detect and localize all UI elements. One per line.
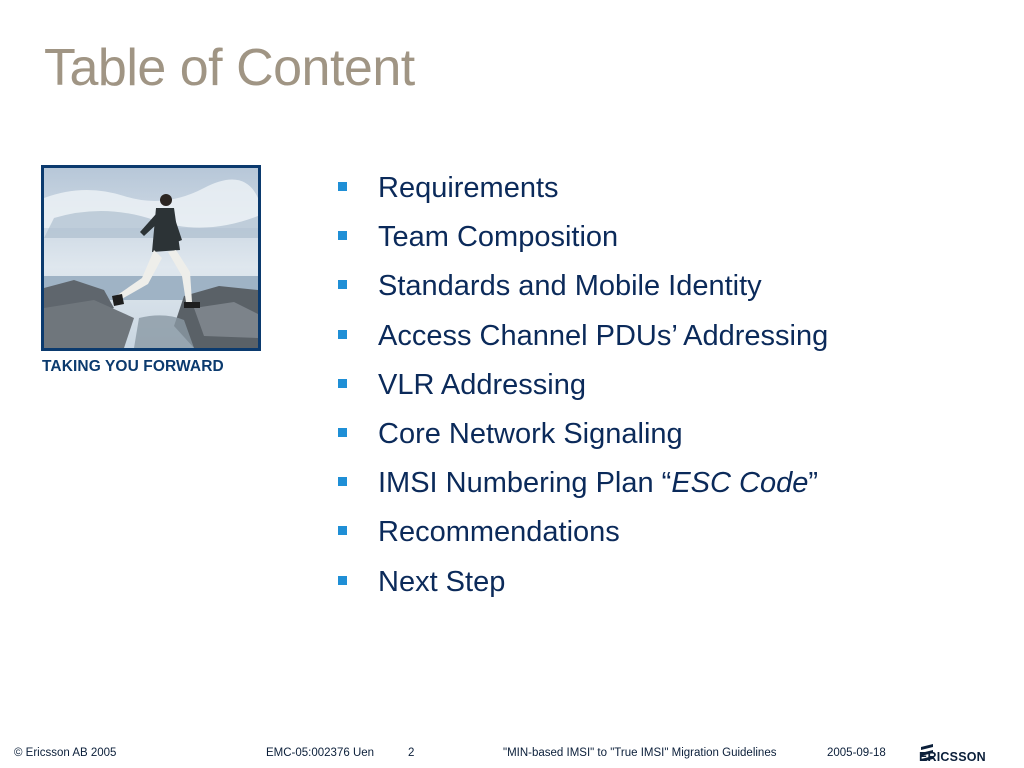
footer-copyright: © Ericsson AB 2005 <box>14 747 117 759</box>
photo-illustration <box>44 168 258 348</box>
square-bullet-icon <box>338 231 347 241</box>
square-bullet-icon <box>338 526 347 536</box>
list-item: VLR Addressing <box>336 365 828 414</box>
square-bullet-icon <box>338 329 347 339</box>
footer-doc-number: EMC-05:002376 Uen <box>266 747 375 759</box>
ericsson-logo-icon <box>921 744 933 761</box>
list-item-text: Team Composition <box>378 221 619 254</box>
slide-footer: © Ericsson AB 2005 EMC-05:002376 Uen 2 "… <box>0 740 1024 768</box>
square-bullet-icon <box>338 575 347 585</box>
footer-page-number: 2 <box>408 747 415 759</box>
list-item: IMSI Numbering Plan “ESC Code” <box>336 463 828 512</box>
list-item-text: VLR Addressing <box>378 368 586 401</box>
square-bullet-icon <box>338 182 347 191</box>
list-item-text: Requirements <box>378 172 559 204</box>
square-bullet-icon <box>338 477 347 487</box>
list-item-text-italic: ESC Code <box>671 467 809 500</box>
square-bullet-icon <box>338 280 347 290</box>
list-item: Recommendations <box>336 512 828 561</box>
list-item: Requirements <box>336 168 828 217</box>
list-item-text-prefix: IMSI Numbering Plan “ <box>378 467 672 500</box>
list-item: Standards and Mobile Identity <box>336 266 828 315</box>
footer-doc-title: "MIN-based IMSI" to "True IMSI" Migratio… <box>503 747 777 759</box>
ericsson-logo: ERICSSON <box>919 743 986 764</box>
list-item-text: Core Network Signaling <box>378 417 683 450</box>
square-bullet-icon <box>338 378 347 388</box>
logo-wordmark: ERICSSON <box>919 750 986 764</box>
list-item-text: Recommendations <box>378 516 620 549</box>
list-item: Core Network Signaling <box>336 414 828 463</box>
square-bullet-icon <box>338 427 347 437</box>
footer-date: 2005-09-18 <box>827 747 886 759</box>
slide-title: Table of Content <box>44 39 415 97</box>
list-item-text: Next Step <box>378 565 506 598</box>
tagline: TAKING YOU FORWARD <box>42 358 224 375</box>
list-item-text: Access Channel PDUs’ Addressing <box>378 319 829 352</box>
list-item: Access Channel PDUs’ Addressing <box>336 316 828 365</box>
list-item-text: Standards and Mobile Identity <box>378 270 762 303</box>
list-item: Next Step <box>336 562 828 611</box>
man-leaping-photo <box>41 165 261 351</box>
table-of-contents-list: Requirements Team Composition Standards … <box>336 168 828 611</box>
list-item: Team Composition <box>336 217 828 266</box>
list-item-text-suffix: ” <box>808 467 819 500</box>
